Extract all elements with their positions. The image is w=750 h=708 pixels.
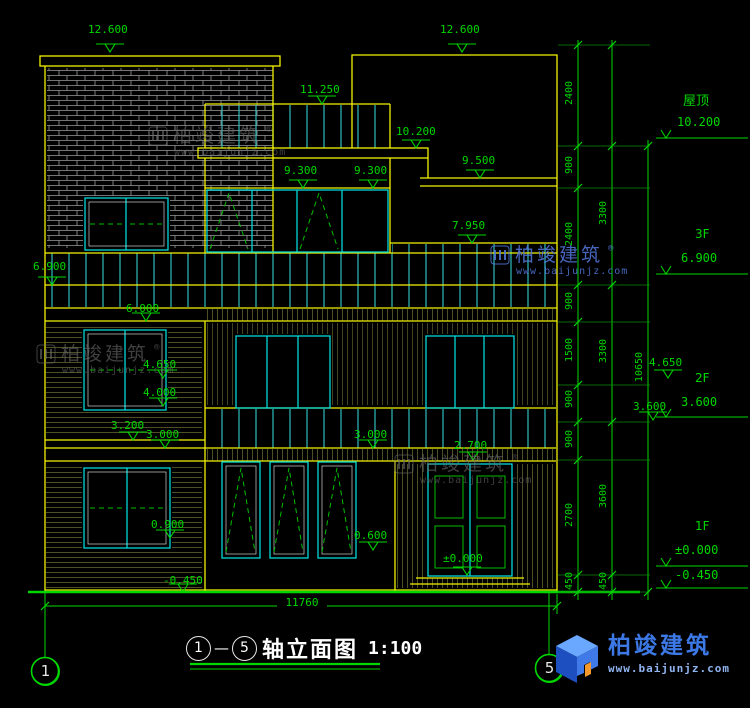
dim-label: 900 [564,429,575,449]
level-label: 0.900 [151,518,185,531]
level-label: 3.600 [633,400,667,413]
floor-level-underlines [656,129,748,589]
brand-url: www.baijunjz.com [608,662,730,676]
dim-label: 450 [598,571,609,591]
registered-mark-icon: ® [512,453,518,463]
watermark-name: 柏竣建筑 [173,124,262,147]
level-label: 4.650 [649,356,683,369]
watermark-name: 柏竣建筑 [419,452,508,475]
floor-label-2f: 2F [695,371,710,385]
level-label: 12.600 [88,23,128,36]
dim-label: 3300 [598,338,609,364]
dimension-ticks [40,40,653,611]
dim-label: 2700 [564,502,575,528]
extension-lines [558,44,650,593]
dim-label: 2400 [564,80,575,106]
level-label: ±0.000 [443,552,483,565]
brand-logo-icon [556,635,598,683]
floor-level-2f: 3.600 [681,395,718,409]
bottom-dimension: 11760 [277,597,327,608]
dim-label: 3600 [598,483,609,509]
level-label: 6.900 [33,260,67,273]
window-accents [90,191,506,569]
watermark-name: 柏竣建筑 [61,342,150,365]
level-label: 10.200 [396,125,436,138]
brand-name: 柏竣建筑 [608,633,712,659]
dim-label: 450 [564,571,575,591]
level-label: 7.950 [452,219,486,232]
floor-label-1f: 1F [695,519,710,533]
watermark-logo-icon [394,454,414,474]
registered-mark-icon: ® [608,244,614,254]
watermark: 柏竣建筑 ® www.baijunjz.com [148,126,286,158]
watermark-url: www.baijunjz.com [174,147,287,158]
floor-label-3f: 3F [695,227,710,241]
level-label: 3.200 [111,419,145,432]
dim-label: 10650 [634,351,645,383]
level-label: 4.000 [143,386,177,399]
level-label: 3.000 [146,428,180,441]
watermark-url: www.baijunjz.com [420,475,533,486]
window-inner-frames [87,201,353,555]
level-label: 0.600 [354,529,388,542]
title-axis-start-bubble: 1 [186,635,211,661]
level-label: 12.600 [440,23,480,36]
dim-label: 1500 [564,337,575,363]
level-label: -0.450 [163,574,203,587]
dim-label: 3300 [598,200,609,226]
registered-mark-icon: ® [266,125,272,135]
level-label: 9.300 [354,164,388,177]
watermark-logo-icon [148,126,168,146]
windows [83,189,515,577]
level-label: 3.000 [354,428,388,441]
title-text: 轴立面图 [262,638,359,663]
watermark-url: www.baijunjz.com [62,365,175,376]
level-label: 11.250 [300,83,340,96]
floor-level-roof: 10.200 [677,115,721,129]
floor-level-below-grade: -0.450 [675,568,719,582]
axis-bubble-left: 1 [31,657,60,686]
registered-mark-icon: ® [154,343,160,353]
level-label: 4.650 [143,358,177,371]
floor-label-roof: 屋顶 [683,94,710,109]
level-label: 2.700 [454,439,488,452]
dim-label: 900 [564,389,575,409]
level-markers [38,43,682,594]
level-label: 9.500 [462,154,496,167]
watermark: 柏竣建筑 ® www.baijunjz.com [490,245,628,277]
watermark: 柏竣建筑 ® www.baijunjz.com [36,344,174,376]
drawing-title: 1 — 5 轴立面图 1:100 [186,632,422,664]
watermark-name: 柏竣建筑 [515,243,604,266]
level-label: 6.000 [126,302,160,315]
watermark-logo-icon [36,344,56,364]
dimension-lines [28,40,748,686]
floor-level-3f: 6.900 [681,251,718,265]
title-scale: 1:100 [368,637,423,659]
brand-logo: 柏竣建筑 www.baijunjz.com [554,633,730,684]
watermark-logo-icon [490,245,510,265]
railing-bands [46,105,556,448]
level-label: 9.300 [284,164,318,177]
watermark: 柏竣建筑 ® www.baijunjz.com [394,454,532,486]
dim-label: 900 [564,291,575,311]
watermark-url: www.baijunjz.com [516,266,629,277]
title-dash: — [214,639,229,657]
title-axis-end-bubble: 5 [232,635,257,661]
dim-label: 900 [564,155,575,175]
floor-level-1f: ±0.000 [675,543,719,557]
